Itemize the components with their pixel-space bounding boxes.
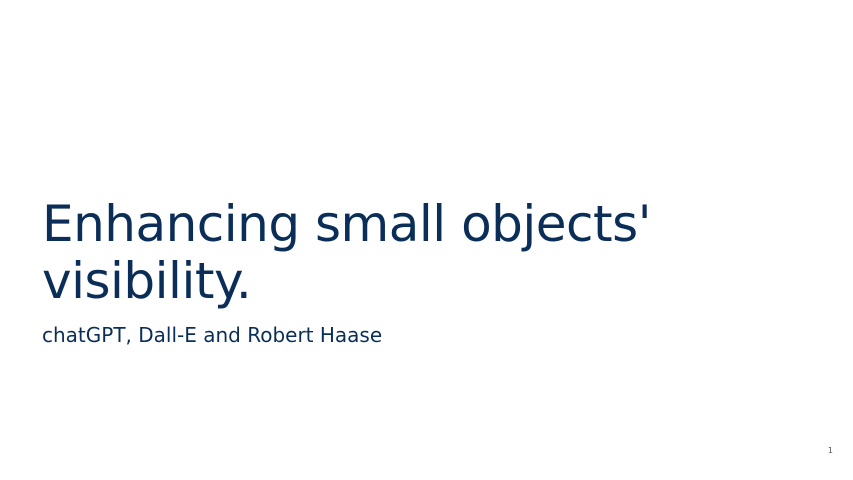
- page-number: 1: [827, 446, 833, 455]
- slide-subtitle: chatGPT, Dall-E and Robert Haase: [42, 323, 383, 347]
- slide-title: Enhancing small objects' visibility.: [42, 195, 651, 310]
